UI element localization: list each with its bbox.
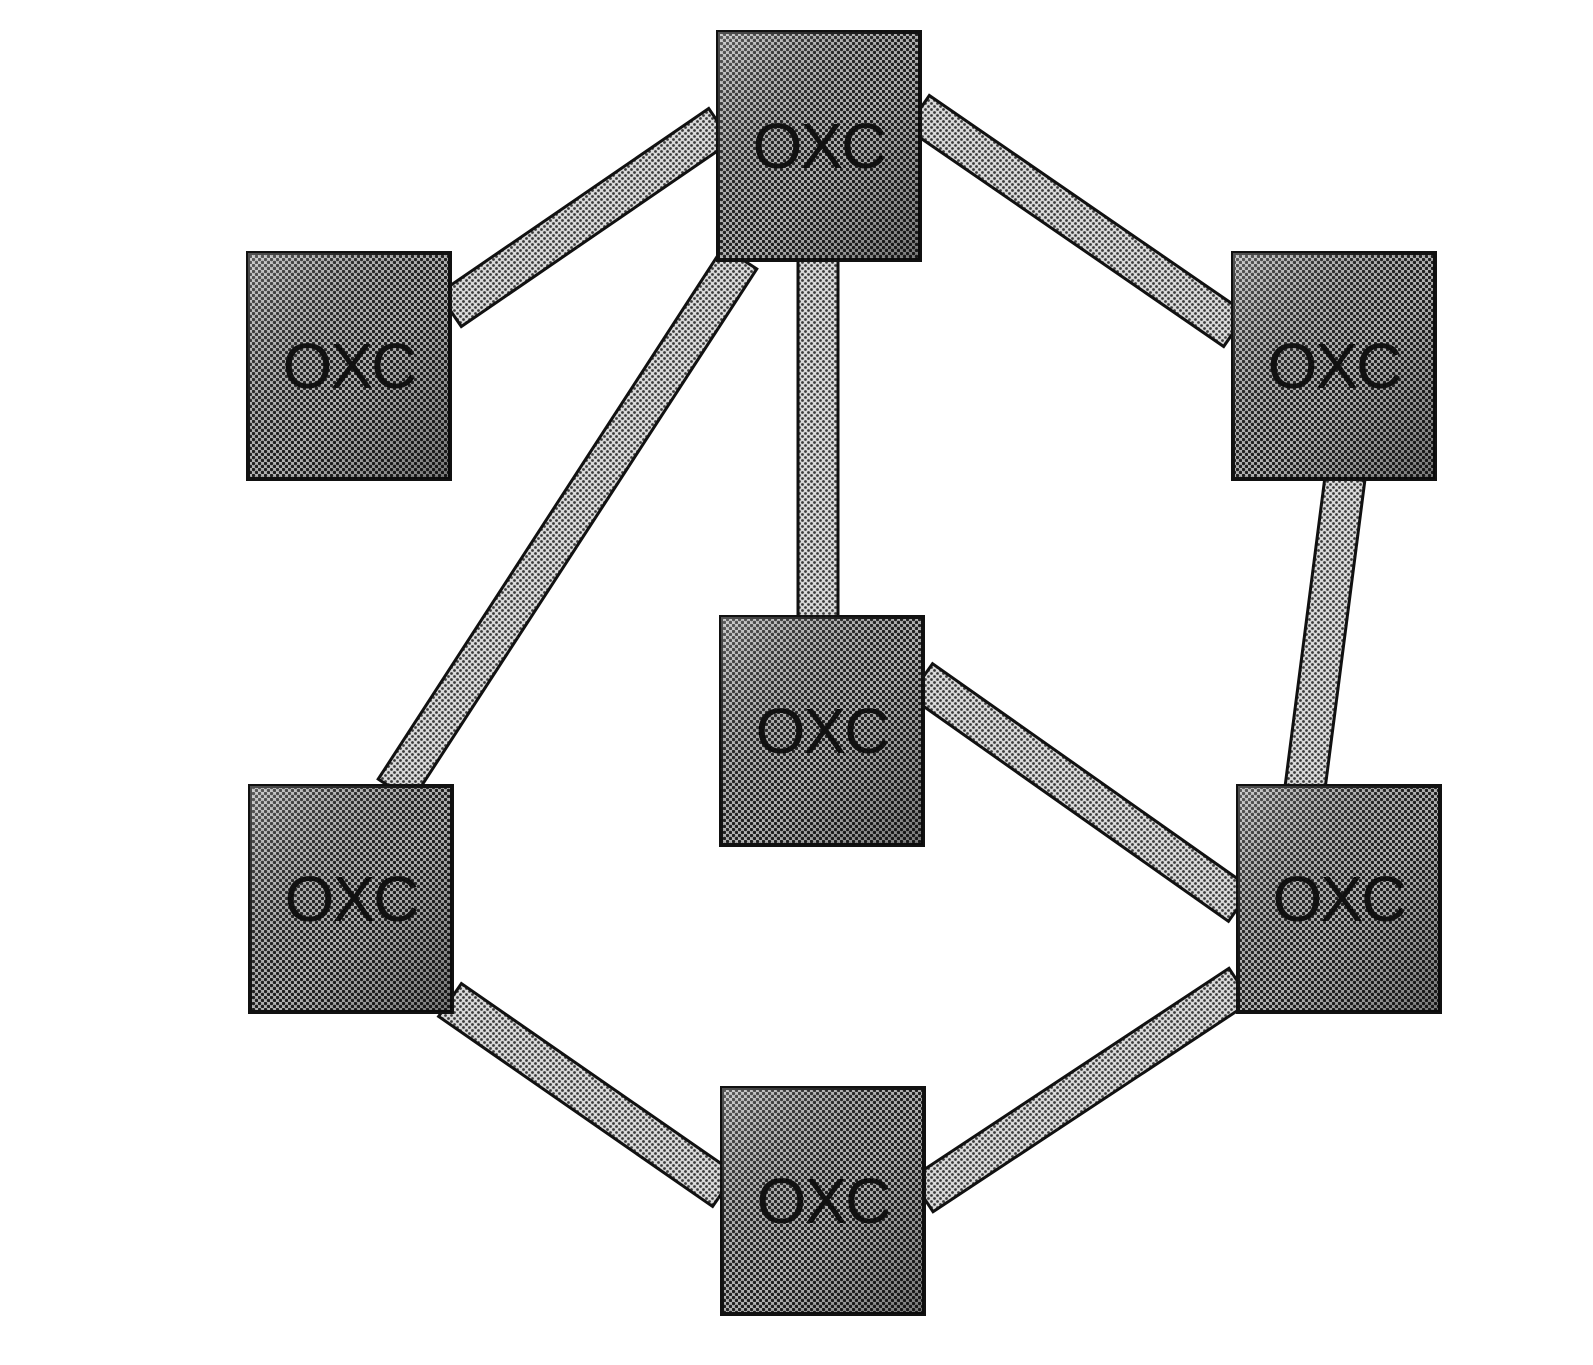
oxc-node-shading: [718, 32, 920, 260]
oxc-node-label: OXC: [757, 1165, 890, 1237]
oxc-node-upper-right: OXC: [1231, 251, 1437, 481]
oxc-node-bottom: OXC: [720, 1086, 926, 1316]
oxc-node-shading: [1233, 253, 1435, 479]
oxc-node-shading: [1238, 786, 1440, 1012]
oxc-node-lower-right: OXC: [1236, 784, 1442, 1014]
oxc-node-label: OXC: [1273, 863, 1406, 935]
link-top-upper-right: [904, 93, 1249, 349]
link-upper-right-lower-right: [1283, 473, 1367, 793]
nodes-layer: OXC OXC OXC OXC OXC OXC OXC: [246, 30, 1442, 1316]
oxc-node-top: OXC: [716, 30, 922, 262]
oxc-node-shading: [250, 786, 452, 1012]
link-top-upper-left: [436, 106, 734, 329]
oxc-node-upper-left: OXC: [246, 251, 452, 481]
link-center-lower-right: [907, 661, 1254, 924]
oxc-node-label: OXC: [753, 110, 886, 182]
oxc-node-center: OXC: [719, 615, 925, 847]
oxc-node-label: OXC: [756, 695, 889, 767]
oxc-node-shading: [722, 1088, 924, 1314]
oxc-node-lower-left: OXC: [248, 784, 454, 1014]
oxc-node-label: OXC: [283, 330, 416, 402]
oxc-node-shading: [721, 617, 923, 845]
oxc-node-shading: [248, 253, 450, 479]
link-lower-left-bottom: [436, 981, 738, 1209]
oxc-node-label: OXC: [285, 863, 418, 935]
link-top-center: [796, 256, 840, 621]
oxc-node-label: OXC: [1268, 330, 1401, 402]
link-bottom-lower-right: [908, 966, 1254, 1214]
